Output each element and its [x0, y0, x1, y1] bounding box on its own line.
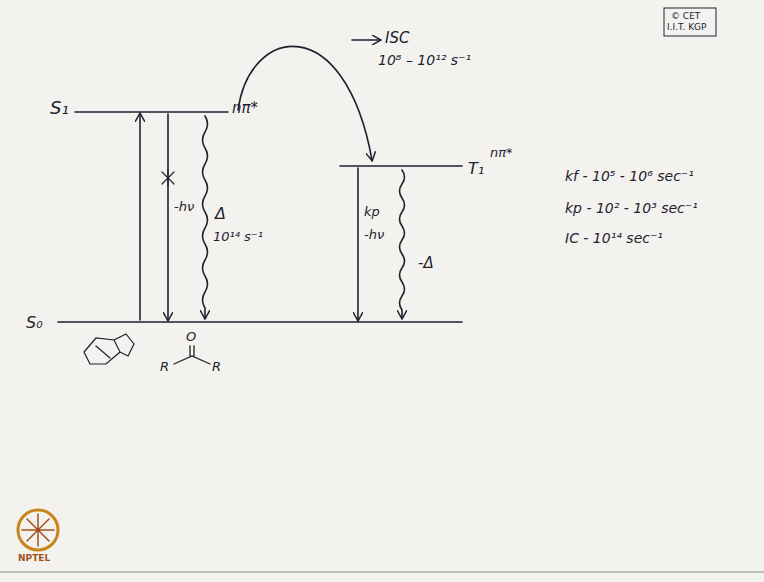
process-label: ISC [385, 30, 409, 47]
heat-label: -Δ [418, 255, 434, 272]
level-name: S₁ [50, 98, 69, 119]
rate-note: IC - 10¹⁴ sec⁻¹ [565, 230, 663, 246]
group-label: R [160, 360, 169, 375]
group-label: R [212, 360, 221, 375]
scribble-mark [162, 170, 174, 186]
watermark-text: I.I.T. KGP [667, 22, 707, 32]
logo-text: NPTEL [18, 553, 50, 563]
heat-label: Δ [215, 205, 226, 223]
watermark-box [664, 8, 716, 36]
ketone-bonds [174, 346, 210, 364]
s0-level [58, 321, 462, 323]
atom-label: O [186, 330, 196, 345]
state-label: nπ* [490, 146, 513, 161]
logo-star [22, 514, 54, 546]
watermark-text: © CET [671, 11, 700, 21]
level-name: S₀ [26, 314, 43, 332]
rate-label: 10¹⁴ s⁻¹ [213, 230, 263, 245]
t1-level [340, 165, 462, 167]
phosphorescence-arrow [357, 168, 359, 320]
emission-label: -hν [364, 228, 384, 243]
logo-ring [18, 510, 58, 550]
t1-wavy-arrow [400, 170, 405, 318]
footer-rule [0, 572, 764, 573]
fluorescence-arrow [167, 114, 169, 320]
absorption-arrow [139, 114, 141, 320]
level-name: T₁ [468, 160, 484, 178]
s1-level [75, 111, 228, 113]
rate-symbol: kp [364, 205, 380, 220]
state-label: nπ* [232, 100, 258, 117]
isc-pointer [352, 39, 380, 41]
rate-label: 10⁸ – 10¹² s⁻¹ [378, 52, 471, 68]
benzophenone-sketch [84, 334, 134, 364]
ic-wavy-arrow [203, 116, 208, 318]
isc-curve [238, 46, 372, 160]
rate-note: kp - 10² - 10³ sec⁻¹ [565, 200, 698, 216]
rate-note: kf - 10⁵ - 10⁶ sec⁻¹ [565, 168, 694, 184]
emission-label: -hν [174, 200, 194, 215]
